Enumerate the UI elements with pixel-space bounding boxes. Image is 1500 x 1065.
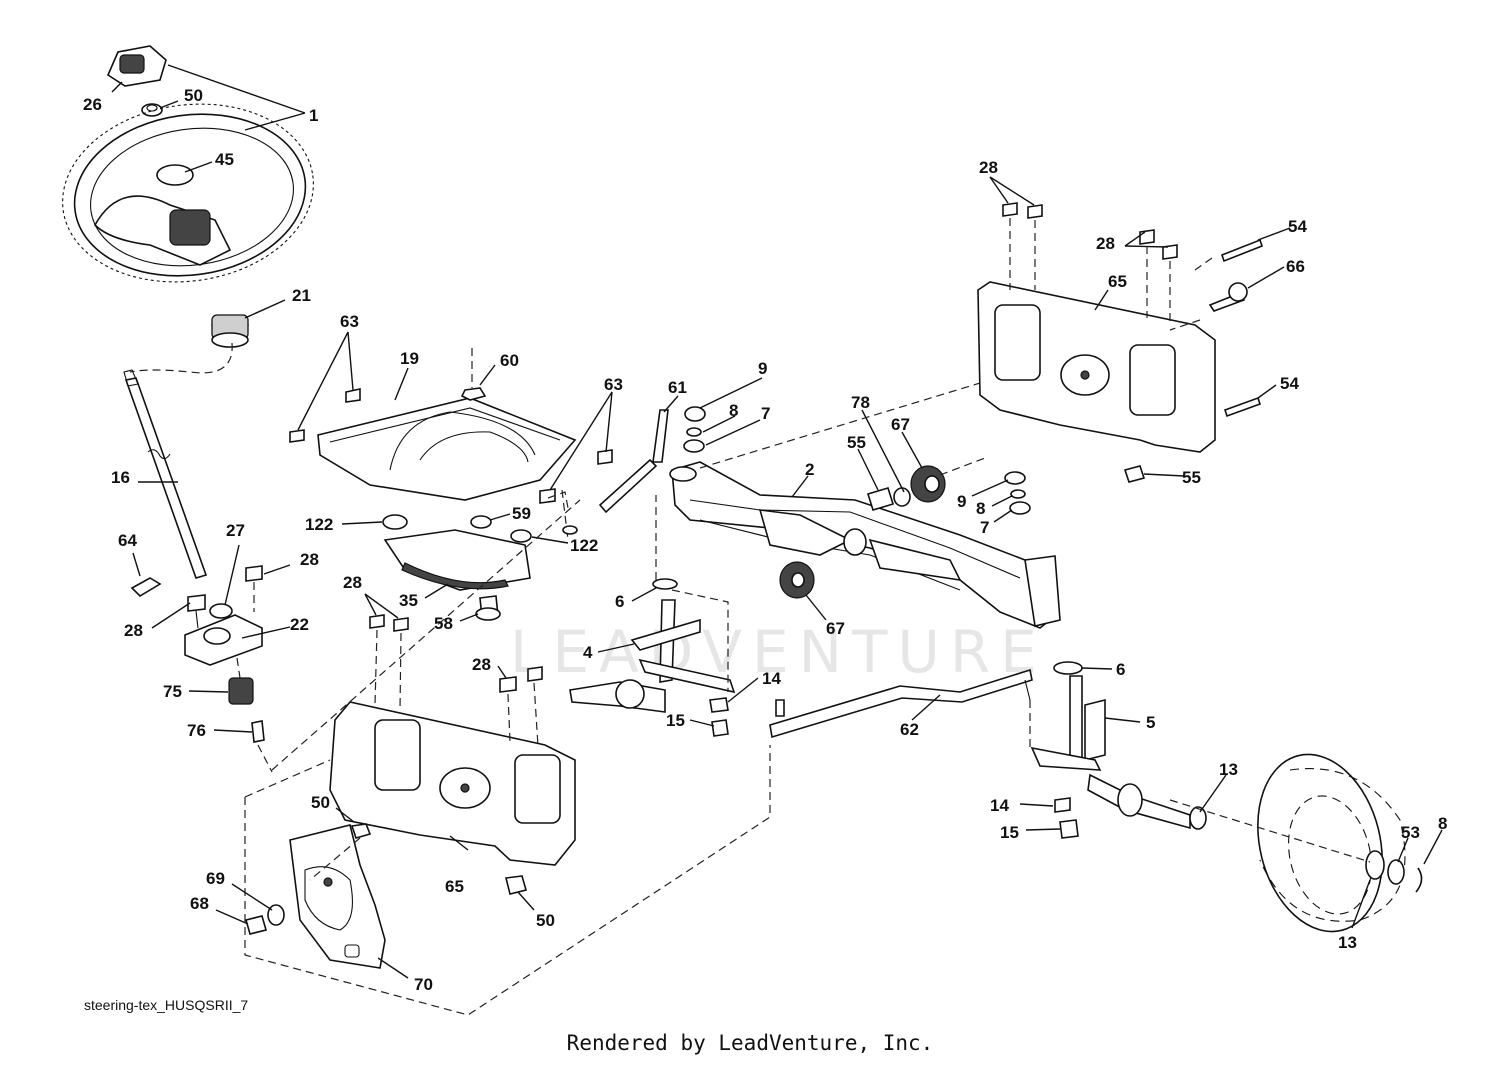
callout-label: 7 — [761, 404, 770, 423]
front-wheel — [1257, 753, 1423, 933]
callout-label: 55 — [1182, 468, 1201, 487]
callout-label: 55 — [847, 433, 866, 452]
callout-label: 65 — [445, 877, 464, 896]
callout-label: 58 — [434, 614, 453, 633]
callout-label: 69 — [206, 869, 225, 888]
callout-label: 54 — [1280, 374, 1299, 393]
callout-label: 7 — [980, 518, 989, 537]
sector-gear — [382, 514, 532, 621]
callout-label: 68 — [190, 894, 209, 913]
callout-label: 70 — [414, 975, 433, 994]
diagram-id-label: steering-tex_HUSQSRII_7 — [84, 997, 249, 1013]
steering-shaft — [123, 369, 208, 579]
callout-label: 53 — [1401, 823, 1420, 842]
callout-label: 28 — [1096, 234, 1115, 253]
callout-label: 75 — [163, 682, 182, 701]
callout-label: 28 — [343, 573, 362, 592]
callout-label: 2 — [805, 460, 814, 479]
callout-label: 15 — [1000, 823, 1019, 842]
callout-label: 28 — [124, 621, 143, 640]
callout-label: 5 — [1146, 713, 1155, 732]
callout-label: 8 — [1438, 814, 1447, 833]
callout-label: 63 — [604, 375, 623, 394]
callout-label: 1 — [309, 106, 318, 125]
callout-label: 54 — [1288, 217, 1307, 236]
support-bracket-left — [329, 614, 576, 866]
support-bracket-right — [977, 202, 1263, 453]
callout-label: 9 — [758, 359, 767, 378]
callout-label: 28 — [472, 655, 491, 674]
callout-label: 65 — [1108, 272, 1127, 291]
callout-numbers: 26 50 1 45 21 63 19 60 63 61 9 8 7 16 12… — [83, 86, 1447, 994]
callout-label: 14 — [762, 669, 781, 688]
callout-label: 78 — [851, 393, 870, 412]
tie-rod — [769, 668, 1033, 739]
steering-wheel — [62, 45, 314, 348]
callout-label: 13 — [1338, 933, 1357, 952]
callout-label: 64 — [118, 531, 137, 550]
callout-label: 19 — [400, 349, 419, 368]
spindle-left — [562, 409, 736, 737]
callout-label: 61 — [668, 378, 687, 397]
callout-label: 27 — [226, 521, 245, 540]
callout-label: 16 — [111, 468, 130, 487]
callout-label: 21 — [292, 286, 311, 305]
callout-label: 122 — [305, 515, 333, 534]
callout-label: 66 — [1286, 257, 1305, 276]
callout-label: 67 — [891, 415, 910, 434]
callout-label: 8 — [976, 499, 985, 518]
callout-label: 50 — [311, 793, 330, 812]
bearing-plate — [184, 565, 265, 743]
callout-label: 50 — [536, 911, 555, 930]
callout-label: 76 — [187, 721, 206, 740]
callout-label: 13 — [1219, 760, 1238, 779]
callout-label: 59 — [512, 504, 531, 523]
callout-label: 6 — [1116, 660, 1125, 679]
callout-label: 26 — [83, 95, 102, 114]
callout-label: 63 — [340, 312, 359, 331]
render-credit: Rendered by LeadVenture, Inc. — [566, 1031, 934, 1055]
callout-label: 15 — [666, 711, 685, 730]
callout-label: 14 — [990, 796, 1009, 815]
cover-plate — [245, 823, 527, 969]
callout-label: 4 — [583, 643, 593, 662]
callout-label: 60 — [500, 351, 519, 370]
steering-support-plate — [289, 387, 613, 504]
callout-label: 28 — [979, 158, 998, 177]
spindle-right — [1030, 661, 1207, 839]
callout-label: 28 — [300, 550, 319, 569]
callout-label: 8 — [729, 401, 738, 420]
callout-label: 22 — [290, 615, 309, 634]
callout-label: 45 — [215, 150, 234, 169]
callout-label: 62 — [900, 720, 919, 739]
front-axle — [669, 406, 1146, 629]
callout-label: 50 — [184, 86, 203, 105]
callout-label: 122 — [570, 536, 598, 555]
watermark: LEADVENTURE — [510, 618, 1047, 686]
callout-label: 35 — [399, 591, 418, 610]
callout-label: 9 — [957, 492, 966, 511]
callout-label: 67 — [826, 619, 845, 638]
callout-label: 6 — [615, 592, 624, 611]
